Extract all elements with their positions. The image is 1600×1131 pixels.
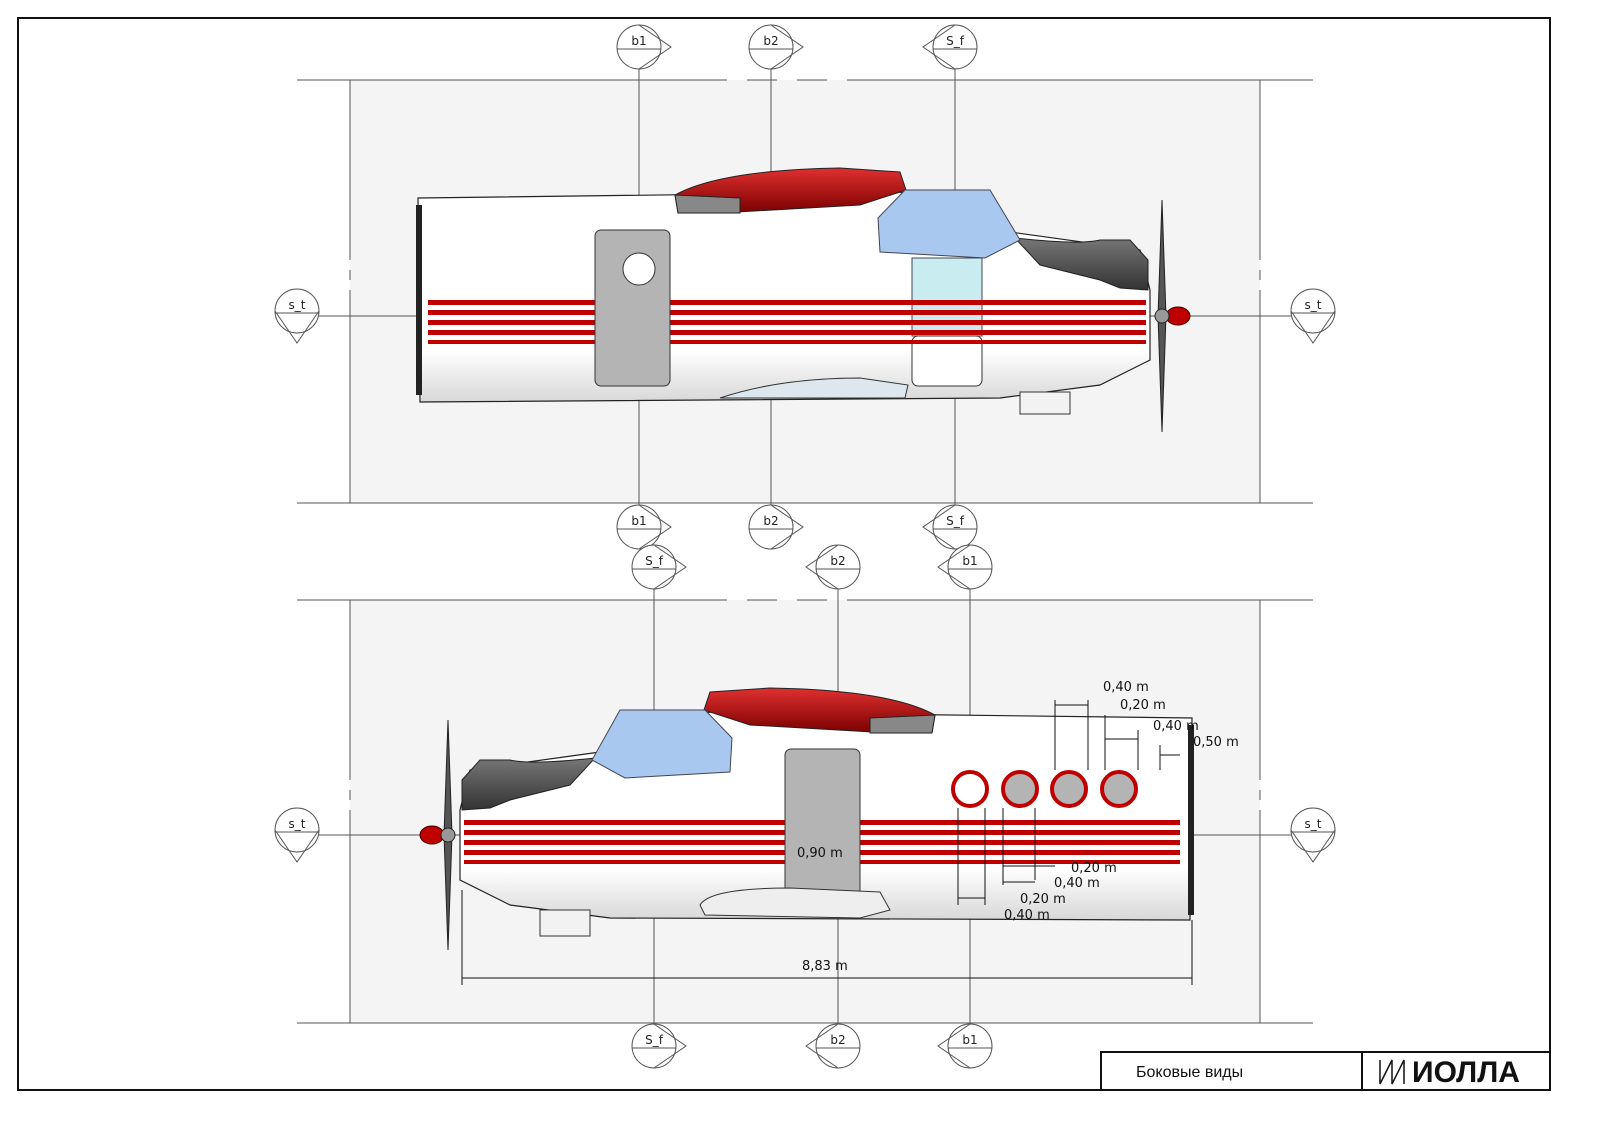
- section-marker-top: b1: [616, 24, 672, 70]
- section-label: b1: [962, 554, 977, 568]
- section-label: s_t: [1305, 817, 1322, 831]
- sheet-title: Боковые виды: [1136, 1064, 1243, 1081]
- dim-window-gap-1: 0,40 m: [1103, 680, 1149, 695]
- section-arrow-icon: [638, 504, 672, 550]
- dim-window-gap-4: 0,50 m: [1193, 735, 1239, 750]
- sheet-frame: [17, 17, 1551, 1091]
- section-label: S_f: [946, 34, 965, 48]
- section-marker-top: S_f: [922, 24, 978, 70]
- section-label: b1: [631, 34, 646, 48]
- section-label: b1: [631, 514, 646, 528]
- section-arrow-icon: [770, 24, 804, 70]
- section-arrow-icon: [805, 1023, 839, 1069]
- dim-lower-3: 0,20 m: [1020, 892, 1066, 907]
- section-arrow-icon: [937, 1023, 971, 1069]
- dim-overall-length: 8,83 m: [802, 959, 848, 974]
- section-marker-bottom: S_f: [631, 1023, 687, 1069]
- section-label: S_f: [645, 1033, 664, 1047]
- section-label: b2: [830, 554, 845, 568]
- section-marker-top: b2: [748, 24, 804, 70]
- top-side-view: [297, 40, 1313, 530]
- section-marker-bottom: S_f: [631, 544, 687, 590]
- title-block: Боковые виды ИОЛЛА: [1100, 1051, 1551, 1091]
- logo-icon: [1379, 1059, 1405, 1085]
- section-label: s_t: [1305, 298, 1322, 312]
- section-marker-top: S_f: [922, 504, 978, 550]
- section-label: S_f: [946, 514, 965, 528]
- axis-marker: s_t: [274, 288, 320, 344]
- section-marker-top: b2: [748, 504, 804, 550]
- section-label: S_f: [645, 554, 664, 568]
- section-label: b2: [763, 514, 778, 528]
- section-arrow-icon: [653, 1023, 687, 1069]
- dim-lower-4: 0,40 m: [1004, 908, 1050, 923]
- bottom-side-view: 0,40 m 0,20 m 0,40 m 0,50 m 0,90 m 0,20 …: [297, 560, 1313, 1050]
- cockpit-glazing: [591, 709, 733, 779]
- section-marker-bottom: b1: [937, 1023, 993, 1069]
- axis-marker: s_t: [1290, 288, 1336, 344]
- section-label: s_t: [289, 298, 306, 312]
- dimension-lines: [461, 700, 1193, 985]
- dim-lower-2: 0,40 m: [1054, 876, 1100, 891]
- fuselage-stripes: [428, 300, 1146, 344]
- dim-door-width: 0,90 m: [797, 846, 843, 861]
- section-arrow-icon: [937, 544, 971, 590]
- cargo-door: [784, 748, 861, 900]
- logo-text: ИОЛЛА: [1412, 1056, 1520, 1089]
- cockpit-glazing: [877, 189, 1021, 259]
- section-arrow-icon: [922, 24, 956, 70]
- section-marker-top: b1: [616, 504, 672, 550]
- section-label: s_t: [289, 817, 306, 831]
- cargo-door: [594, 229, 671, 387]
- section-arrow-icon: [770, 504, 804, 550]
- section-arrow-icon: [653, 544, 687, 590]
- section-arrow-icon: [638, 24, 672, 70]
- axis-marker: s_t: [274, 807, 320, 863]
- section-arrow-icon: [922, 504, 956, 550]
- section-label: b1: [962, 1033, 977, 1047]
- dim-window-gap-2: 0,20 m: [1120, 698, 1166, 713]
- section-marker-bottom: b2: [805, 544, 861, 590]
- dim-window-gap-3: 0,40 m: [1153, 719, 1199, 734]
- section-marker-bottom: b1: [937, 544, 993, 590]
- cabin-windows: [951, 770, 1138, 808]
- section-arrow-icon: [274, 829, 320, 863]
- section-arrow-icon: [1290, 310, 1336, 344]
- section-label: b2: [763, 34, 778, 48]
- section-arrow-icon: [274, 310, 320, 344]
- section-arrow-icon: [1290, 829, 1336, 863]
- section-marker-bottom: b2: [805, 1023, 861, 1069]
- dim-lower-1: 0,20 m: [1071, 861, 1117, 876]
- section-arrow-icon: [805, 544, 839, 590]
- axis-marker: s_t: [1290, 807, 1336, 863]
- section-label: b2: [830, 1033, 845, 1047]
